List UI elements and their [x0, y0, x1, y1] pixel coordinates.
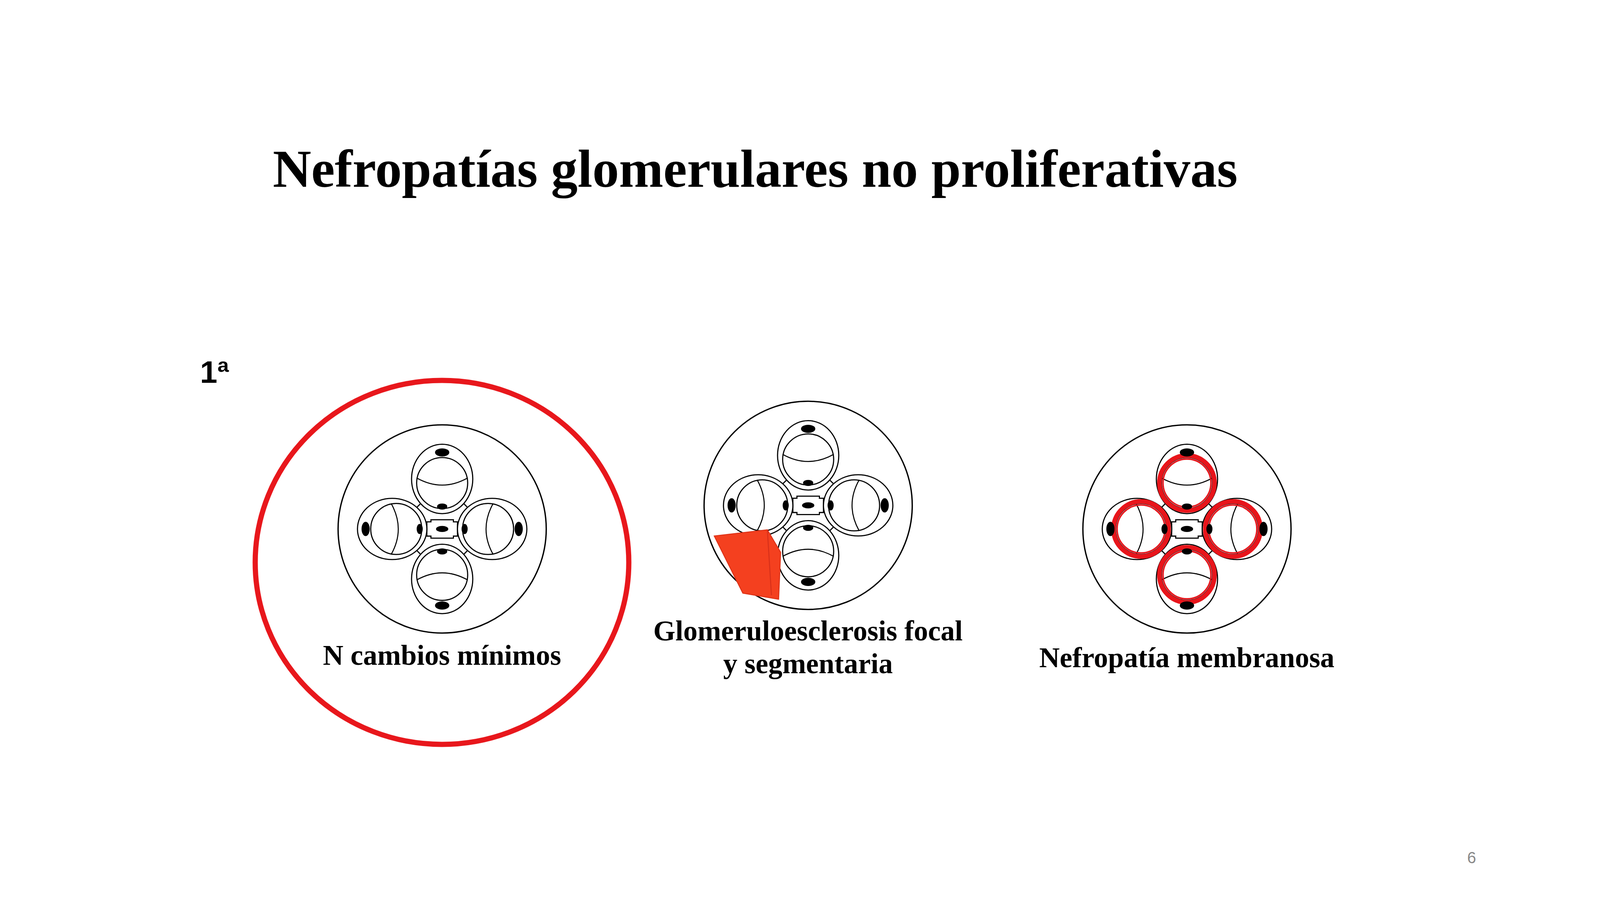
capillary-loop	[723, 474, 793, 536]
highlight-circle	[255, 380, 629, 745]
glomerulus-drawing	[1078, 420, 1296, 638]
mesangium	[792, 496, 824, 515]
endothelial-nucleus	[1161, 523, 1168, 534]
capillary-loop	[457, 498, 527, 560]
capillary-loop	[1156, 544, 1218, 614]
glomerulus	[338, 424, 546, 633]
endothelial-nucleus	[827, 500, 834, 511]
podocyte-nucleus	[1106, 521, 1114, 536]
endothelial-nucleus	[1206, 523, 1212, 534]
capillary-loop	[777, 420, 839, 490]
subepithelial-deposits	[1159, 547, 1215, 603]
podocyte-nucleus	[800, 577, 816, 586]
glomerulus	[704, 401, 912, 610]
node-label: N cambios mínimos	[322, 639, 562, 672]
podocyte-nucleus	[434, 448, 450, 456]
mesangial-nucleus	[436, 525, 449, 532]
mesangial-nucleus	[1180, 525, 1194, 532]
section-number: 1ª	[200, 354, 229, 391]
node-label: Glomeruloesclerosis focal y segmentaria	[652, 614, 964, 680]
subepithelial-deposits	[1113, 501, 1169, 557]
mesangial-nucleus	[802, 502, 815, 508]
capillary-loop	[411, 544, 473, 614]
glomerulus-node: Glomeruloesclerosis focal y segmentaria	[652, 397, 964, 681]
podocyte-nucleus	[514, 521, 523, 536]
bowman-capsule	[338, 424, 546, 633]
sclerosis-segment	[714, 529, 781, 599]
endothelial-nucleus	[782, 500, 789, 511]
endothelial-nucleus	[436, 548, 448, 554]
endothelial-nucleus	[1181, 548, 1192, 554]
subepithelial-deposits	[1205, 501, 1261, 557]
subepithelial-deposits	[1159, 455, 1215, 511]
endothelial-nucleus	[1181, 503, 1192, 510]
glomerulus-node: Nefropatía membranosa	[1006, 420, 1367, 675]
podocyte-nucleus	[361, 521, 370, 536]
glomerulus-drawing	[700, 397, 917, 614]
bowman-capsule	[1082, 424, 1291, 633]
node-label: Nefropatía membranosa	[1039, 641, 1335, 675]
capillary-loop	[823, 474, 893, 536]
podocyte-nucleus	[1179, 601, 1194, 610]
endothelial-nucleus	[461, 523, 468, 534]
glomerulus-node: N cambios mínimos	[278, 420, 606, 672]
bowman-capsule	[704, 401, 912, 610]
capillary-loop	[1102, 498, 1172, 560]
glomerulus	[1082, 424, 1291, 633]
podocyte-nucleus	[1259, 521, 1268, 536]
podocyte-nucleus	[434, 601, 450, 610]
mesangium	[426, 519, 458, 538]
podocyte-nucleus	[800, 424, 816, 433]
podocyte-nucleus	[1179, 448, 1194, 456]
endothelial-nucleus	[416, 523, 423, 534]
glomerulus-drawing	[334, 420, 551, 638]
endothelial-nucleus	[436, 503, 448, 510]
podocyte-nucleus	[880, 498, 889, 513]
page-number: 6	[1467, 848, 1476, 867]
capillary-loop	[411, 444, 473, 514]
capillary-loop	[1156, 444, 1218, 514]
capillary-loop	[777, 520, 839, 590]
mesangium	[1171, 519, 1203, 538]
capillary-loop	[1202, 498, 1272, 560]
endothelial-nucleus	[802, 479, 814, 486]
endothelial-nucleus	[802, 524, 814, 531]
podocyte-nucleus	[727, 498, 736, 513]
capillary-loop	[357, 498, 427, 560]
slide-title: Nefropatías glomerulares no proliferativ…	[272, 138, 1238, 200]
